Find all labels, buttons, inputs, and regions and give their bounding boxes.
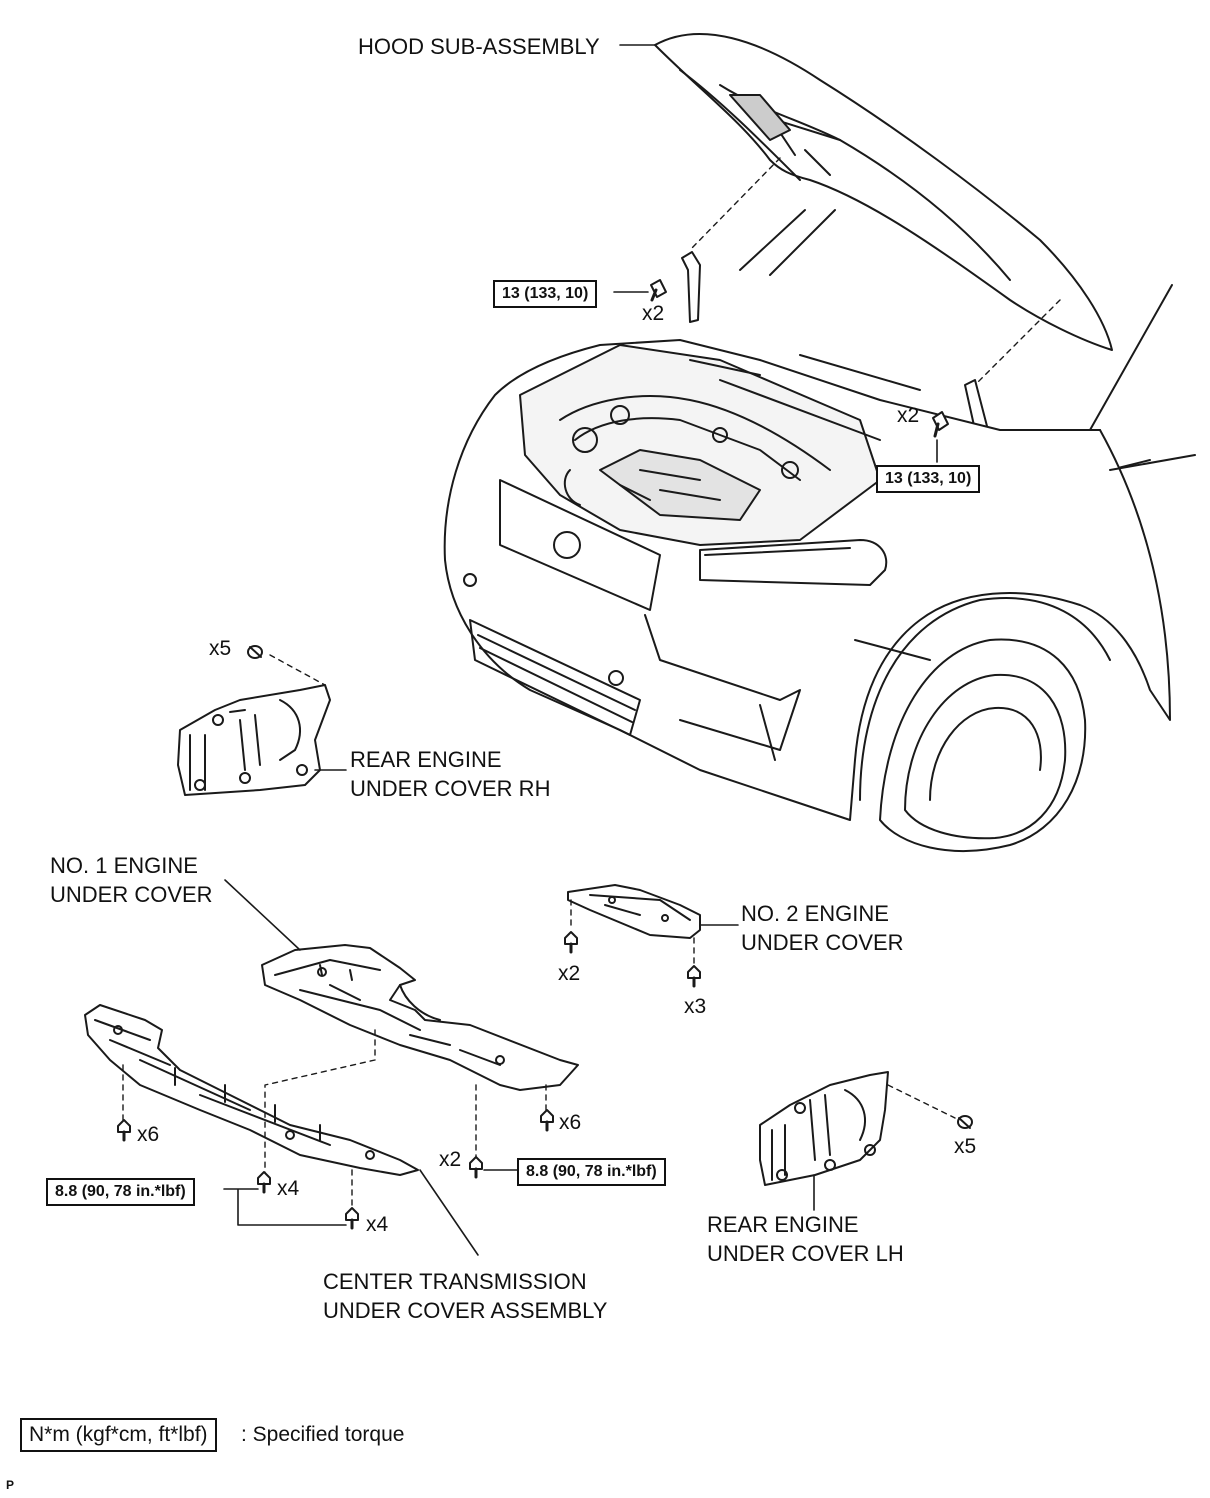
hood-bolt-icon [650,279,667,302]
qty-no1-right: x6 [559,1111,582,1134]
qty-center-bolt-b: x4 [366,1213,389,1236]
center-transmission-under-cover-label-line1: CENTER TRANSMISSION [323,1269,587,1294]
qty-rear-lh-clip: x5 [954,1135,977,1158]
no1-engine-under-cover-label-line2: UNDER COVER [50,882,213,907]
no2-engine-under-cover-label-line1: NO. 2 ENGINE [741,901,889,926]
hood-bolt-icon [932,411,949,438]
bolt-icon [564,931,578,954]
qty-rear-rh-clip: x5 [209,637,232,660]
qty-center-left: x6 [137,1123,160,1146]
no2-engine-under-cover-illustration [567,884,701,939]
figure-code: P [6,1478,15,1492]
no1-engine-under-cover-illustration [261,944,579,1091]
torque-legend-text: : Specified torque [241,1423,405,1446]
bolt-icon [117,1119,131,1142]
no1-engine-under-cover-label-line1: NO. 1 ENGINE [50,853,198,878]
qty-center-bolt-c: x2 [439,1148,462,1171]
clip-icon [957,1115,973,1129]
bolt-icon [687,965,701,988]
rear-engine-under-cover-rh-label-line2: UNDER COVER RH [350,776,551,801]
clip-icon [247,645,263,659]
center-transmission-under-cover-illustration [84,1004,419,1176]
qty-center-bolt-a: x4 [277,1177,300,1200]
rear-engine-under-cover-lh-label-line2: UNDER COVER LH [707,1241,904,1266]
rear-engine-under-cover-rh-label-line1: REAR ENGINE [350,747,502,772]
rear-engine-under-cover-lh-illustration [759,1071,889,1186]
bolt-icon [345,1207,359,1230]
torque-spec-center-left: 8.8 (90, 78 in.*lbf) [46,1178,195,1206]
bolt-icon [257,1171,271,1194]
qty-hood-left: x2 [642,302,665,325]
torque-legend-unit: N*m (kgf*cm, ft*lbf) [20,1418,217,1452]
bolt-icon [469,1156,483,1179]
rear-engine-under-cover-lh-label-line1: REAR ENGINE [707,1212,859,1237]
vehicle-front-illustration [443,33,1196,852]
bolt-icon [540,1109,554,1132]
qty-no2-right: x3 [684,995,707,1018]
torque-spec-hood-left: 13 (133, 10) [493,280,598,308]
qty-hood-right: x2 [897,404,920,427]
rear-engine-under-cover-rh-illustration [177,684,331,796]
torque-spec-hood-right: 13 (133, 10) [876,465,981,493]
torque-spec-center-right: 8.8 (90, 78 in.*lbf) [517,1158,666,1186]
no2-engine-under-cover-label-line2: UNDER COVER [741,930,904,955]
hood-sub-assembly-label: HOOD SUB-ASSEMBLY [358,34,600,59]
qty-no2-left: x2 [558,962,581,985]
center-transmission-under-cover-label-line2: UNDER COVER ASSEMBLY [323,1298,608,1323]
